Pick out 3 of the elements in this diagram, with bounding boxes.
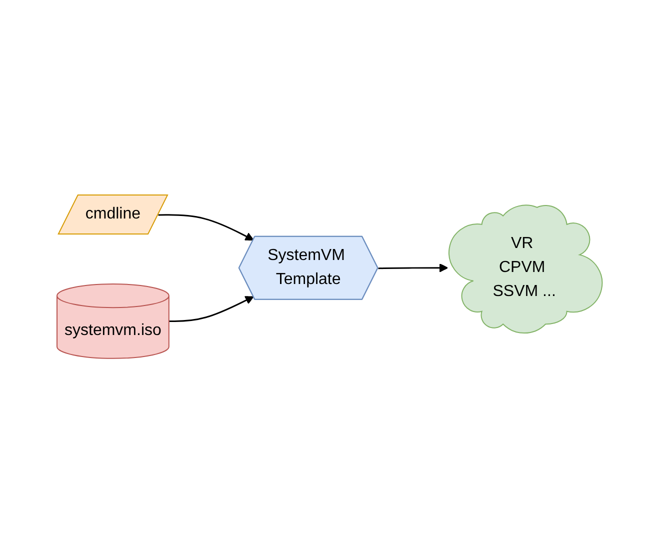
arrow [169, 296, 254, 322]
arrow [158, 214, 254, 241]
arrow [378, 264, 449, 273]
